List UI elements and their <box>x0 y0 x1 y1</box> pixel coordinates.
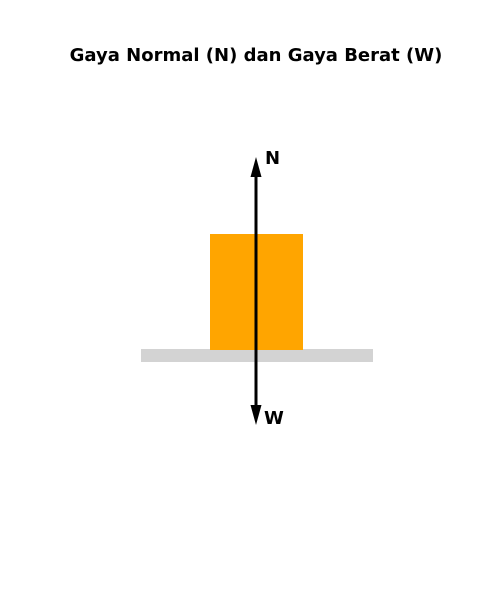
normal-force-arrow <box>250 157 262 349</box>
diagram-title: Gaya Normal (N) dan Gaya Berat (W) <box>69 45 443 66</box>
weight-force-label: W <box>264 408 284 429</box>
normal-force-label: N <box>265 148 280 169</box>
weight-force-arrow <box>250 349 262 425</box>
